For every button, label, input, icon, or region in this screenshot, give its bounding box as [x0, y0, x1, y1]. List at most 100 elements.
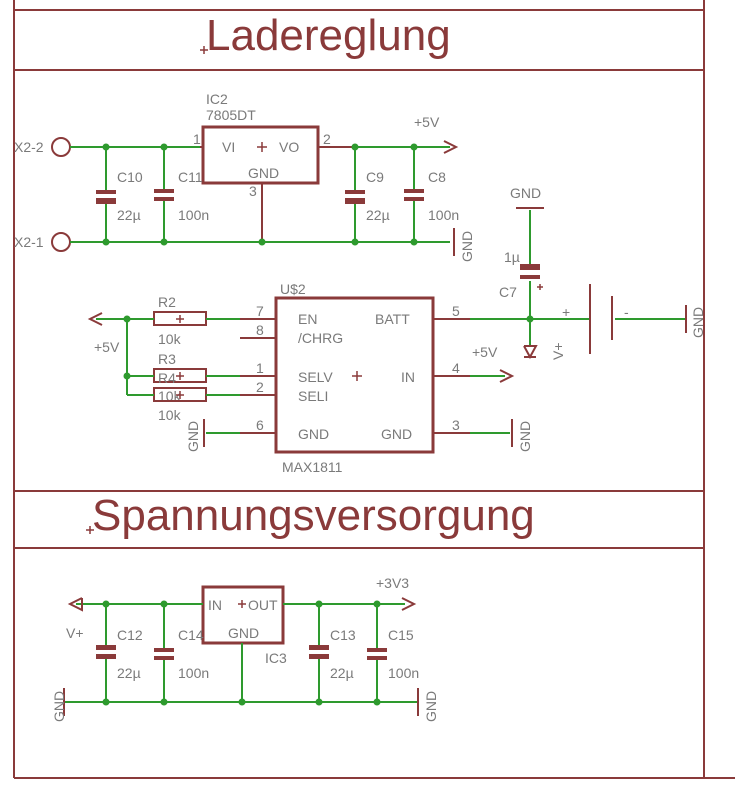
svg-text:22µ: 22µ	[366, 207, 390, 223]
svg-text:100n: 100n	[178, 665, 209, 681]
svg-text:4: 4	[452, 360, 460, 376]
svg-text:5: 5	[452, 303, 460, 319]
svg-text:2: 2	[256, 379, 264, 395]
svg-text:GND: GND	[248, 165, 279, 181]
supply-5v-left: +5V	[87, 312, 120, 355]
cap-c13: C13 22µ	[309, 604, 356, 702]
svg-text:/CHRG: /CHRG	[298, 330, 343, 346]
svg-text:8: 8	[256, 322, 264, 338]
svg-text:GND: GND	[423, 691, 439, 722]
supply-vplus-battery: V+	[523, 342, 566, 360]
svg-text:R4: R4	[158, 370, 176, 386]
svg-text:C10: C10	[117, 169, 143, 185]
svg-text:OUT: OUT	[248, 597, 278, 613]
ground-battery: GND	[685, 305, 706, 338]
svg-text:100n: 100n	[388, 665, 419, 681]
svg-text:IN: IN	[208, 597, 222, 613]
svg-text:X2-2: X2-2	[14, 139, 44, 155]
svg-text:X2-1: X2-1	[14, 234, 44, 250]
cap-c10: C10 22µ	[96, 147, 143, 242]
ground-c7: GND	[510, 185, 544, 209]
svg-text:1: 1	[256, 360, 264, 376]
sheet-frame	[13, 0, 735, 779]
svg-text:10k: 10k	[158, 407, 182, 423]
cap-c7: 1µ C7	[499, 249, 543, 300]
svg-text:U$2: U$2	[280, 281, 306, 297]
u2-max1811: U$2 MAX1811 EN /CHRG SELV SELI GND BATT …	[240, 281, 470, 475]
junctions-bottom	[102, 600, 381, 706]
supply-3v3: +3V3	[376, 575, 417, 611]
svg-text:VI: VI	[222, 139, 235, 155]
svg-text:3: 3	[452, 417, 460, 433]
svg-text:+: +	[562, 304, 570, 320]
resistor-r2: R2 10k	[153, 294, 207, 347]
svg-text:SELV: SELV	[298, 369, 333, 385]
svg-text:100n: 100n	[428, 207, 459, 223]
svg-text:GND: GND	[459, 231, 475, 262]
svg-text:GND: GND	[517, 421, 533, 452]
title-spannungsversorgung: Spannungsversorgung	[92, 491, 535, 540]
svg-text:+5V: +5V	[414, 114, 440, 130]
ground-u2-left: GND	[185, 419, 205, 452]
svg-text:7: 7	[256, 303, 264, 319]
svg-text:GND: GND	[51, 691, 67, 722]
svg-text:GND: GND	[381, 426, 412, 442]
svg-text:22µ: 22µ	[330, 665, 354, 681]
svg-text:22µ: 22µ	[117, 665, 141, 681]
svg-text:C8: C8	[428, 169, 446, 185]
connector-x2-1: X2-1	[14, 232, 71, 252]
ic2-regulator: IC2 7805DT VI VO GND 1 2 3	[193, 91, 355, 242]
title-ladereglung: Ladereglung	[206, 11, 451, 60]
cap-c15: C15 100n	[367, 604, 419, 702]
svg-text:3: 3	[249, 183, 257, 199]
svg-text:GND: GND	[185, 421, 201, 452]
junctions-charger	[123, 315, 534, 380]
ic3-regulator: IN OUT GND IC3	[201, 585, 287, 666]
ground-u2-right: GND	[511, 419, 533, 452]
supply-5v-top: +5V	[414, 114, 459, 154]
svg-text:1µ: 1µ	[504, 249, 520, 265]
svg-text:+5V: +5V	[94, 339, 120, 355]
svg-text:7805DT: 7805DT	[206, 107, 256, 123]
svg-text:EN: EN	[298, 311, 317, 327]
svg-text:C9: C9	[366, 169, 384, 185]
svg-text:1: 1	[193, 131, 201, 147]
svg-text:10k: 10k	[158, 331, 182, 347]
svg-text:R3: R3	[158, 351, 176, 367]
svg-text:R2: R2	[158, 294, 176, 310]
svg-text:100n: 100n	[178, 207, 209, 223]
svg-text:-: -	[624, 304, 629, 320]
svg-text:C15: C15	[388, 627, 414, 643]
cap-c8: C8 100n	[404, 147, 459, 242]
ground-bottom-right: GND	[417, 688, 439, 722]
svg-text:C13: C13	[330, 627, 356, 643]
cap-c11: C11 100n	[154, 147, 209, 242]
svg-text:+3V3: +3V3	[376, 575, 409, 591]
cap-c9: C9 22µ	[345, 147, 390, 242]
svg-text:GND: GND	[690, 307, 706, 338]
supply-vplus-bottom: V+	[66, 597, 84, 641]
svg-text:C14: C14	[178, 627, 204, 643]
svg-text:2: 2	[323, 131, 331, 147]
svg-text:V+: V+	[550, 342, 566, 360]
svg-text:IN: IN	[401, 369, 415, 385]
svg-text:IC3: IC3	[265, 650, 287, 666]
svg-text:+5V: +5V	[472, 344, 498, 360]
svg-text:MAX1811: MAX1811	[282, 459, 343, 475]
ground-bottom-left: GND	[51, 688, 67, 722]
supply-5v-in: +5V	[472, 344, 515, 383]
battery-cell: + -	[562, 284, 629, 354]
svg-text:BATT: BATT	[375, 311, 410, 327]
svg-text:22µ: 22µ	[117, 207, 141, 223]
svg-text:C12: C12	[117, 627, 143, 643]
svg-text:6: 6	[256, 417, 264, 433]
connector-x2-2: X2-2	[14, 137, 71, 157]
svg-text:V+: V+	[66, 625, 84, 641]
svg-text:VO: VO	[279, 139, 299, 155]
junctions-top	[102, 143, 418, 246]
svg-text:GND: GND	[298, 426, 329, 442]
svg-text:GND: GND	[510, 185, 541, 201]
cap-c14: C14 100n	[154, 604, 209, 702]
cap-c12: C12 22µ	[96, 604, 143, 702]
